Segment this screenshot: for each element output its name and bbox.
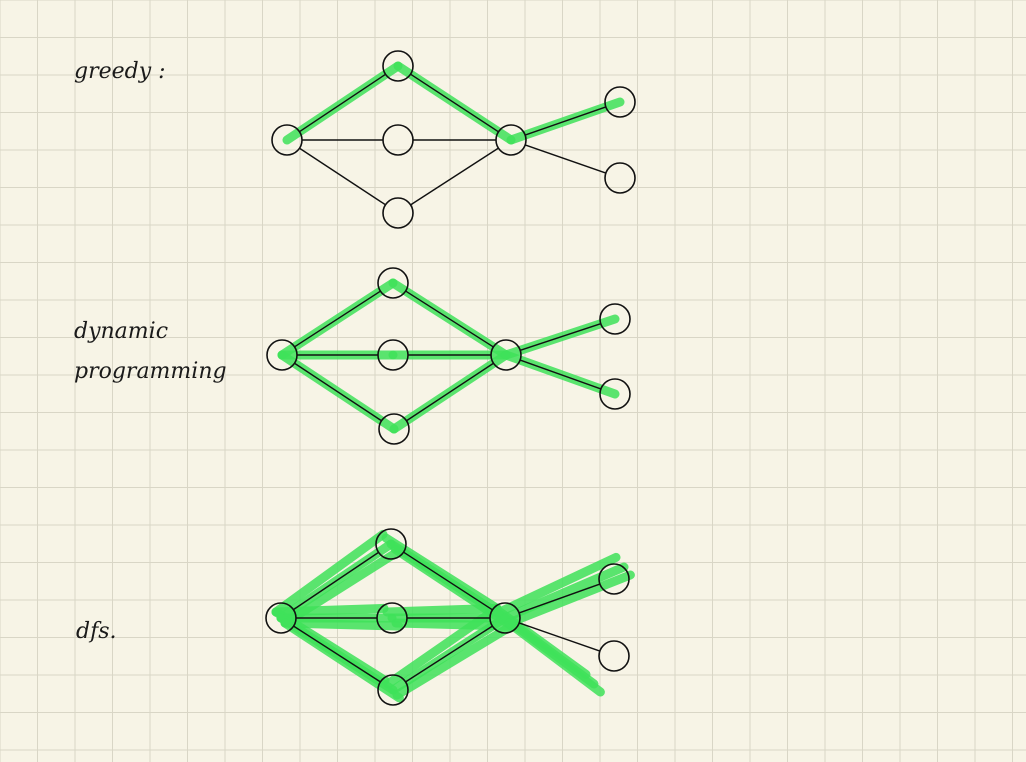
nodes-dynamic-programming: [266, 267, 631, 445]
highlight-edge-a-b-0: [271, 529, 388, 617]
edge-e-g: [519, 359, 602, 390]
node-b: [377, 267, 409, 299]
highlight-edge-e-f-0: [495, 552, 621, 617]
edge-e-g: [518, 622, 601, 652]
edge-b-e: [403, 551, 493, 611]
node-e: [489, 602, 521, 634]
node-c: [376, 602, 408, 634]
graphs-layer: [265, 50, 636, 706]
node-g: [604, 162, 636, 194]
edges-dfs: [293, 551, 601, 683]
node-a: [266, 339, 298, 371]
highlight-edge-e-f-2: [500, 562, 629, 623]
node-b: [382, 50, 414, 82]
edge-d-e: [406, 362, 494, 422]
edge-a-b: [294, 290, 381, 348]
highlight-edge-d-e-1: [392, 621, 516, 700]
node-e: [495, 124, 527, 156]
edge-b-e: [405, 290, 494, 348]
highlight-layer-dfs: [271, 529, 635, 703]
node-a: [271, 124, 303, 156]
edge-d-e: [410, 147, 499, 206]
label-dp-line-1: dynamic: [74, 319, 168, 344]
edge-a-d: [293, 625, 381, 683]
highlight-edge-e-f-1: [504, 570, 635, 628]
edge-b-e: [410, 73, 499, 133]
node-f: [604, 86, 636, 118]
label-dfs-line-1: dfs.: [76, 619, 117, 644]
node-g: [598, 640, 630, 672]
highlight-layer-dynamic-programming: [277, 278, 620, 434]
edge-a-b: [293, 551, 379, 611]
graph-greedy: [271, 50, 636, 229]
edge-a-b: [299, 73, 386, 133]
edge-d-e: [405, 625, 493, 683]
node-g: [599, 378, 631, 410]
edge-a-d: [299, 147, 386, 206]
highlight-edge-e-g-2: [500, 613, 599, 689]
graph-dynamic-programming: [266, 267, 631, 445]
edge-e-f: [524, 106, 607, 136]
node-f: [598, 563, 630, 595]
node-d: [382, 197, 414, 229]
graph-dfs: [265, 528, 635, 706]
nodes-dfs: [265, 528, 630, 706]
edge-e-g: [524, 144, 607, 174]
node-a: [265, 602, 297, 634]
edges-greedy: [299, 73, 607, 206]
node-e: [490, 339, 522, 371]
edge-a-d: [294, 362, 382, 422]
node-d: [377, 674, 409, 706]
label-dp-line-2: programming: [74, 359, 227, 384]
label-greedy-line-1: greedy :: [74, 59, 166, 84]
node-b: [375, 528, 407, 560]
nodes-greedy: [271, 50, 636, 229]
edge-e-f: [520, 323, 601, 351]
node-f: [599, 303, 631, 335]
node-c: [377, 339, 409, 371]
node-d: [378, 413, 410, 445]
node-c: [382, 124, 414, 156]
highlight-edge-d-e-0: [383, 603, 502, 689]
edges-dynamic-programming: [294, 290, 602, 422]
edge-e-f: [518, 583, 601, 614]
